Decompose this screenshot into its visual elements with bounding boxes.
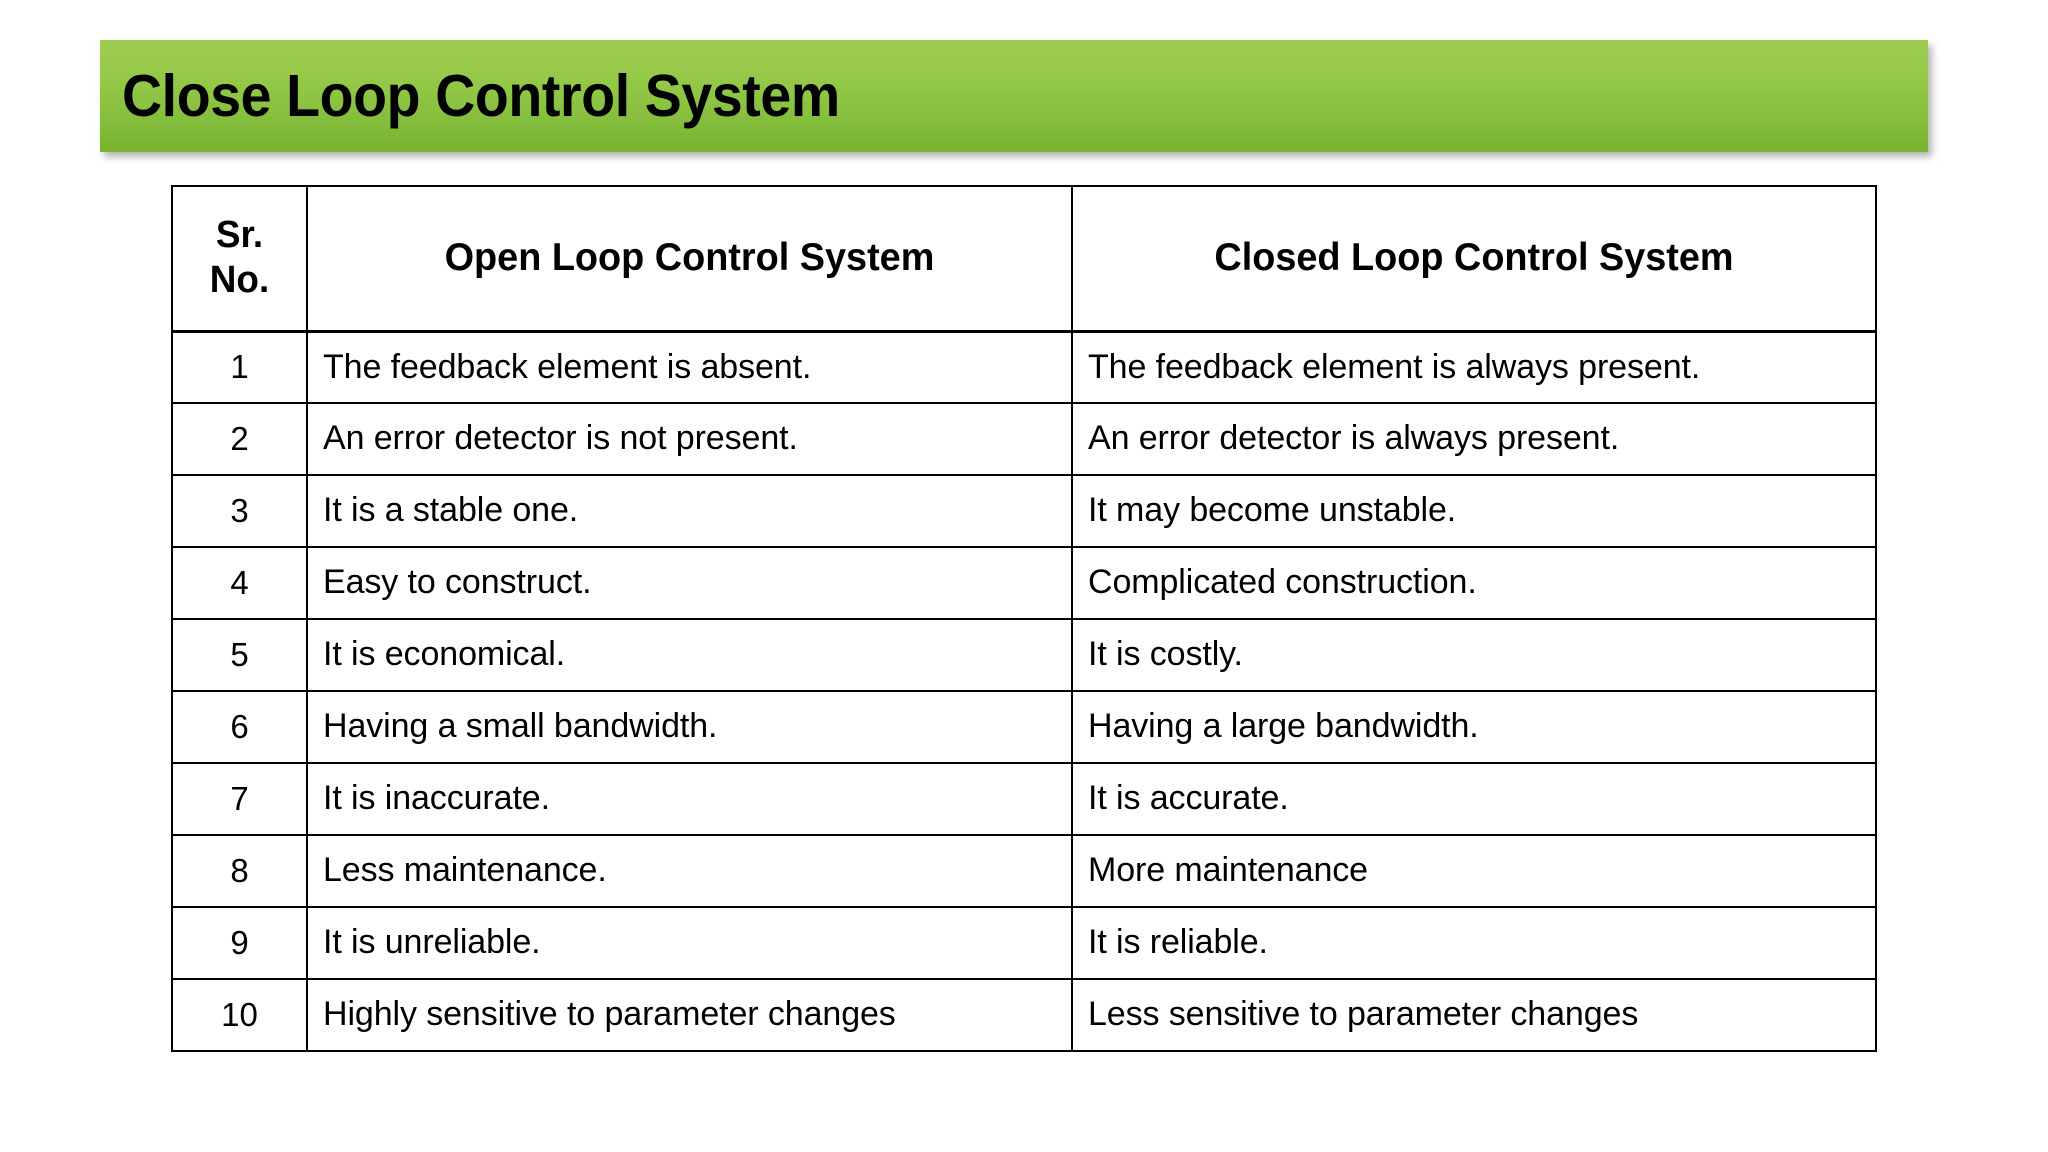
- cell-open-loop: It is a stable one.: [306, 474, 1073, 548]
- cell-open-loop: Less maintenance.: [306, 834, 1073, 908]
- cell-open-loop: The feedback element is absent.: [306, 330, 1073, 404]
- cell-closed-loop: Complicated construction.: [1071, 546, 1877, 620]
- cell-open-loop: It is economical.: [306, 618, 1073, 692]
- cell-closed-loop: An error detector is always present.: [1071, 402, 1877, 476]
- cell-open-loop: Highly sensitive to parameter changes: [306, 978, 1073, 1052]
- cell-closed-loop: It is reliable.: [1071, 906, 1877, 980]
- cell-sr-no: 2: [171, 402, 308, 476]
- column-header-open-loop: Open Loop Control System: [317, 185, 1062, 333]
- slide-title-banner: Close Loop Control System: [100, 40, 1928, 152]
- cell-sr-no: 5: [171, 618, 308, 692]
- cell-closed-loop: It is costly.: [1071, 618, 1877, 692]
- cell-closed-loop: Less sensitive to parameter changes: [1071, 978, 1877, 1052]
- table-header: Sr. No. Open Loop Control System Closed …: [172, 185, 1876, 333]
- cell-open-loop: Having a small bandwidth.: [306, 690, 1073, 764]
- cell-closed-loop: The feedback element is always present.: [1071, 330, 1877, 404]
- cell-sr-no: 10: [171, 978, 308, 1052]
- column-header-sr-line2: No.: [209, 259, 270, 302]
- page-title: Close Loop Control System: [122, 62, 840, 129]
- cell-sr-no: 8: [171, 834, 308, 908]
- cell-open-loop: It is inaccurate.: [306, 762, 1073, 836]
- comparison-table: Sr. No. Open Loop Control System Closed …: [171, 185, 1877, 1052]
- cell-sr-no: 9: [171, 906, 308, 980]
- cell-sr-no: 6: [171, 690, 308, 764]
- cell-sr-no: 3: [171, 474, 308, 548]
- cell-sr-no: 7: [171, 762, 308, 836]
- cell-closed-loop: Having a large bandwidth.: [1071, 690, 1877, 764]
- column-header-closed-loop: Closed Loop Control System: [1083, 185, 1865, 333]
- cell-closed-loop: More maintenance: [1071, 834, 1877, 908]
- cell-open-loop: Easy to construct.: [306, 546, 1073, 620]
- cell-closed-loop: It is accurate.: [1071, 762, 1877, 836]
- table-header-row: Sr. No. Open Loop Control System Closed …: [172, 185, 1876, 333]
- cell-sr-no: 1: [171, 330, 308, 404]
- cell-sr-no: 4: [171, 546, 308, 620]
- cell-open-loop: An error detector is not present.: [306, 402, 1073, 476]
- cell-closed-loop: It may become unstable.: [1071, 474, 1877, 548]
- column-header-sr-no: Sr. No.: [173, 185, 306, 333]
- cell-open-loop: It is unreliable.: [306, 906, 1073, 980]
- column-header-sr-line1: Sr.: [215, 214, 264, 257]
